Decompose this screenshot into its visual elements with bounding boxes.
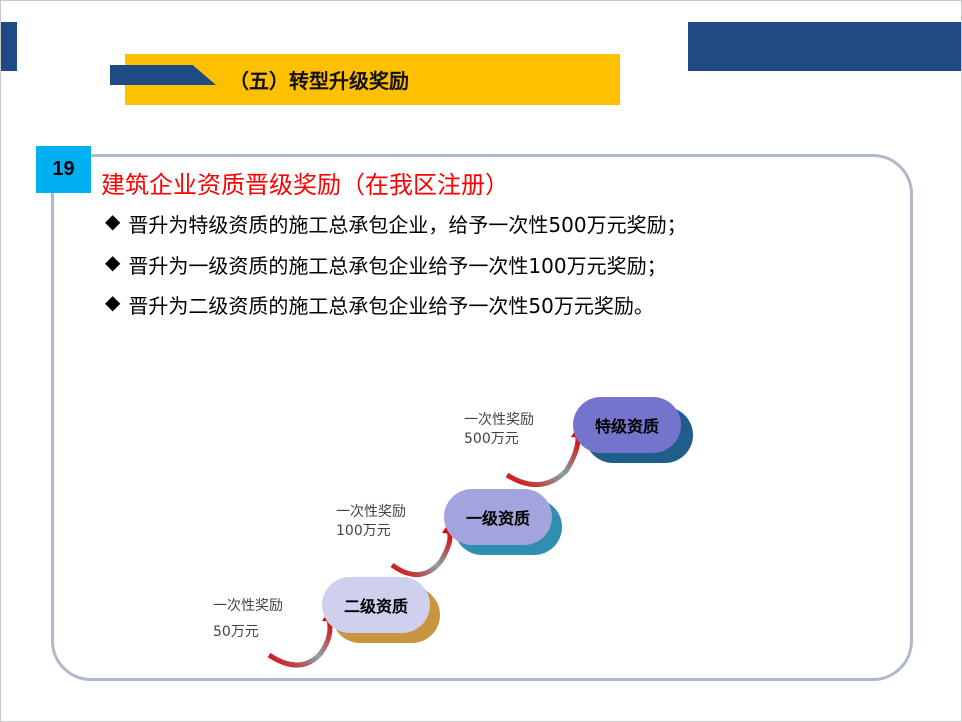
section-title-tab (110, 65, 216, 85)
item-title: 建筑企业资质晋级奖励（在我区注册） (101, 165, 515, 200)
bullet-item: ◆ 晋升为特级资质的施工总承包企业，给予一次性500万元奖励； (105, 209, 687, 238)
bullet-item: ◆ 晋升为一级资质的施工总承包企业给予一次性100万元奖励； (105, 250, 667, 279)
diamond-bullet-icon: ◆ (105, 290, 121, 314)
diamond-bullet-icon: ◆ (105, 250, 121, 274)
decor-bar-left (1, 22, 17, 71)
content-card (51, 154, 913, 681)
bullet-text: 晋升为一级资质的施工总承包企业给予一次性100万元奖励； (128, 254, 667, 278)
bullet-text: 晋升为二级资质的施工总承包企业给予一次性50万元奖励。 (128, 294, 654, 318)
item-number-badge: 19 (36, 146, 91, 193)
section-title: （五）转型升级奖励 (229, 69, 409, 93)
bullet-item: ◆ 晋升为二级资质的施工总承包企业给予一次性50万元奖励。 (105, 290, 654, 319)
step-first-grade: 一级资质 (444, 489, 552, 545)
diamond-bullet-icon: ◆ (105, 209, 121, 233)
step-special-grade: 特级资质 (573, 397, 681, 453)
bullet-text: 晋升为特级资质的施工总承包企业，给予一次性500万元奖励； (128, 213, 687, 237)
decor-bar-right (688, 22, 961, 71)
step-second-grade: 二级资质 (322, 577, 430, 633)
